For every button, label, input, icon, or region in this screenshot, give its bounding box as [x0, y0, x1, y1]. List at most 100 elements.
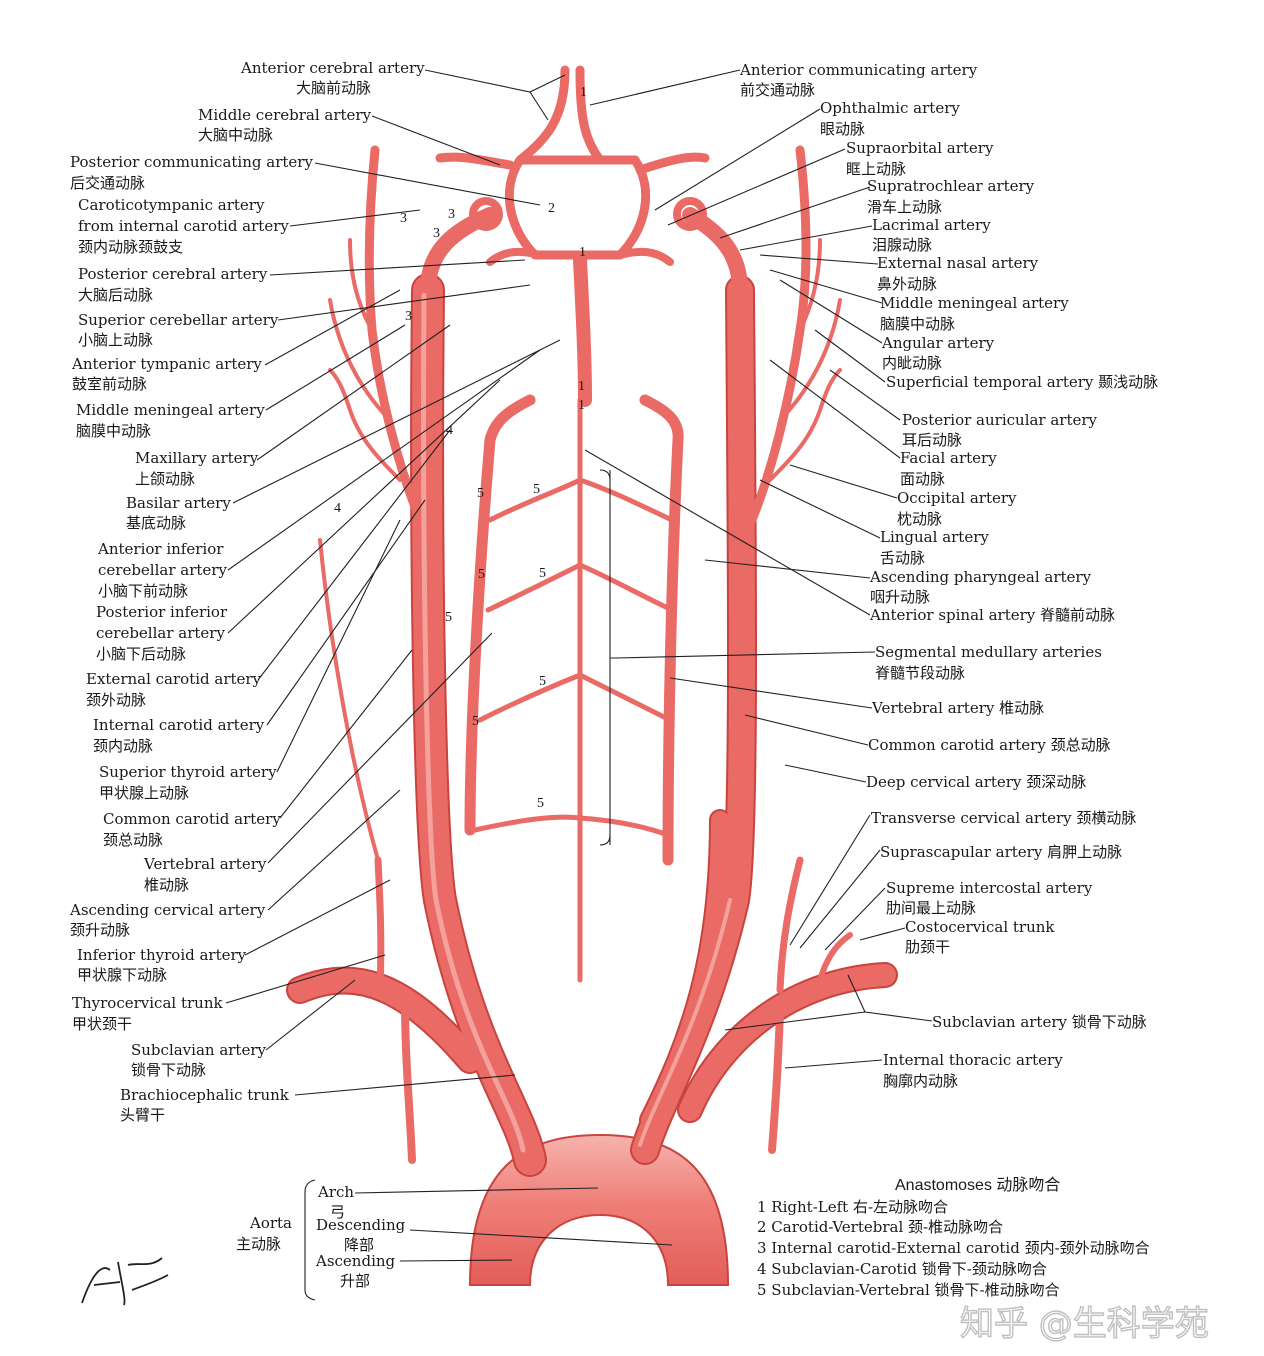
label-supratrochlear-zh: 滑车上动脉 [867, 198, 942, 216]
marker: 2 [548, 201, 555, 216]
legend-item: 3 Internal carotid-External carotid 颈内-颈… [757, 1239, 1150, 1257]
label-maxillary-en: Maxillary artery [135, 449, 259, 467]
left-vertebral-shape [464, 394, 536, 836]
marker: 5 [537, 796, 544, 811]
label-superior-cerebellar-zh: 小脑上动脉 [78, 331, 153, 349]
label-arch-en: Arch [317, 1183, 354, 1201]
segmental-rung-1 [487, 477, 675, 523]
marker: 1 [580, 85, 587, 100]
label-common-carotid-right: Common carotid artery 颈总动脉 [868, 736, 1111, 754]
label-vertebral-left-zh: 椎动脉 [144, 876, 189, 894]
label-occipital-zh: 枕动脉 [897, 510, 942, 528]
label-subclavian-left-zh: 锁骨下动脉 [131, 1061, 206, 1079]
segmental-rung-2 [485, 562, 675, 613]
label-external-nasal-en: External nasal artery [877, 254, 1039, 272]
label-costocervical-en: Costocervical trunk [905, 918, 1055, 936]
segmental-rung-4 [472, 814, 671, 838]
label-lingual-zh: 舌动脉 [880, 549, 925, 567]
label-anterior-tympanic-zh: 鼓室前动脉 [72, 375, 147, 393]
anastomoses-legend: Anastomoses 动脉吻合 1 Right-Left 右-左动脉吻合 2 … [757, 1176, 1150, 1299]
marker: 5 [477, 486, 484, 501]
label-posterior-cerebral-en: Posterior cerebral artery [78, 265, 268, 283]
label-supreme-intercostal-en: Supreme intercostal artery [886, 879, 1093, 897]
label-common-carotid-left-en: Common carotid artery [103, 810, 281, 828]
right-internal-thoracic [768, 1006, 784, 1154]
label-common-carotid-left-zh: 颈总动脉 [103, 831, 163, 849]
label-thyrocervical-en: Thyrocervical trunk [72, 994, 223, 1012]
label-suprascapular: Suprascapular artery 肩胛上动脉 [880, 843, 1122, 861]
legend-item: 5 Subclavian-Vertebral 锁骨下-椎动脉吻合 [757, 1281, 1060, 1299]
leader-lines [225, 69, 933, 1301]
label-anterior-communicating-zh: 前交通动脉 [740, 81, 815, 99]
label-external-carotid-zh: 颈外动脉 [86, 691, 146, 709]
label-supraorbital-en: Supraorbital artery [846, 139, 994, 157]
left-siphon [469, 197, 503, 231]
label-descending-en: Descending [316, 1216, 406, 1234]
label-anterior-communicating-en: Anterior communicating artery [739, 61, 978, 79]
label-facial-zh: 面动脉 [900, 470, 945, 488]
marker: 5 [478, 567, 485, 582]
marker: 3 [400, 211, 407, 226]
label-superior-thyroid-en: Superior thyroid artery [99, 763, 277, 781]
label-external-nasal-zh: 鼻外动脉 [877, 275, 937, 293]
label-subclavian-left-en: Subclavian artery [131, 1041, 267, 1059]
label-external-carotid-en: External carotid artery [86, 670, 262, 688]
label-posterior-auricular-zh: 耳后动脉 [902, 431, 962, 449]
marker: 3 [405, 309, 412, 324]
label-arch-zh: 弓 [330, 1203, 345, 1221]
label-caroticotympanic-en2: from internal carotid artery [78, 217, 289, 235]
label-anterior-cerebral-en: Anterior cerebral artery [240, 59, 425, 77]
label-segmental-en: Segmental medullary arteries [875, 643, 1102, 661]
middle-cerebral-right [635, 152, 710, 175]
label-ascending-cervical-zh: 颈升动脉 [70, 921, 130, 939]
label-ascending-pharyngeal-en: Ascending pharyngeal artery [869, 568, 1092, 586]
label-aorta-en: Aorta [249, 1214, 292, 1232]
middle-cerebral-left [435, 152, 515, 170]
left-internal-thoracic [401, 996, 416, 1164]
marker: 1 [579, 245, 586, 260]
label-lacrimal-en: Lacrimal artery [872, 216, 991, 234]
label-inferior-thyroid-en: Inferior thyroid artery [77, 946, 247, 964]
label-basilar-en: Basilar artery [126, 494, 231, 512]
label-inferior-thyroid-zh: 甲状腺下动脉 [77, 966, 167, 984]
label-posterior-auricular-en: Posterior auricular artery [902, 411, 1098, 429]
label-facial-en: Facial artery [900, 449, 997, 467]
right-facial-branch [768, 368, 842, 482]
label-costocervical-zh: 肋颈干 [905, 938, 950, 956]
label-lingual-en: Lingual artery [880, 528, 989, 546]
label-supratrochlear-en: Supratrochlear artery [867, 177, 1035, 195]
marker: 5 [539, 674, 546, 689]
label-middle-meningeal-right-zh: 脑膜中动脉 [880, 315, 955, 333]
label-posterior-communicating-en: Posterior communicating artery [70, 153, 313, 171]
label-aica-en2: cerebellar artery [98, 561, 227, 579]
label-superficial-temporal: Superficial temporal artery 颞浅动脉 [886, 373, 1158, 391]
artery-illustration [286, 65, 898, 1286]
label-middle-cerebral-zh: 大脑中动脉 [198, 126, 273, 144]
left-facial-branch [328, 368, 402, 482]
marker: 3 [433, 226, 440, 241]
label-ascending-en: Ascending [315, 1252, 396, 1270]
label-brachiocephalic-zh: 头臂干 [120, 1106, 165, 1124]
label-lacrimal-zh: 泪腺动脉 [872, 236, 932, 254]
label-maxillary-zh: 上颌动脉 [135, 470, 195, 488]
label-superior-cerebellar-en: Superior cerebellar artery [78, 311, 279, 329]
posterior-cerebral-right [616, 247, 674, 266]
marker: 4 [334, 501, 341, 516]
label-middle-cerebral-en: Middle cerebral artery [198, 106, 372, 124]
label-aorta-zh: 主动脉 [236, 1235, 281, 1253]
artist-signature [81, 1257, 169, 1306]
label-pica-en2: cerebellar artery [96, 624, 225, 642]
circle-of-willis-shape [504, 65, 651, 260]
basilar-shape [573, 253, 592, 407]
watermark-text: 知乎 @生科学苑 [960, 1304, 1209, 1344]
label-internal-thoracic-en: Internal thoracic artery [883, 1051, 1063, 1069]
label-caroticotympanic-zh: 颈内动脉颈鼓支 [78, 238, 183, 256]
right-occipital-branch [778, 298, 842, 422]
right-siphon [673, 197, 707, 231]
label-vertebral-left-en: Vertebral artery [143, 855, 267, 873]
label-caroticotympanic-en: Caroticotympanic artery [78, 196, 265, 214]
label-ophthalmic-en: Ophthalmic artery [820, 99, 960, 117]
label-middle-meningeal-right-en: Middle meningeal artery [880, 294, 1069, 312]
label-pica-en: Posterior inferior [96, 603, 228, 621]
marker: 1 [578, 398, 585, 413]
